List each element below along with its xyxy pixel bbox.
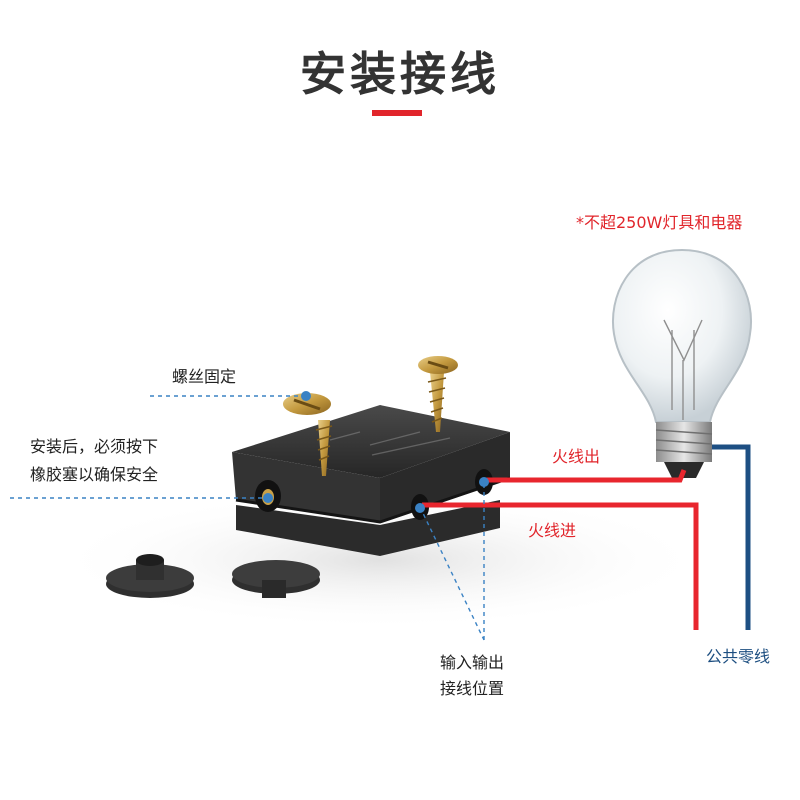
plug-note-line-2: 橡胶塞以确保安全	[30, 465, 159, 484]
title-underline	[372, 110, 422, 116]
neutral-label: 公共零线	[706, 647, 771, 666]
connector-box	[232, 405, 511, 556]
live-in-wire	[422, 502, 699, 630]
rubber-plug-right	[232, 560, 320, 598]
page-title: 安装接线	[300, 47, 500, 101]
io-position-line-1: 输入输出	[440, 653, 505, 672]
screw-fixing-label: 螺丝固定	[172, 367, 237, 386]
plug-note-line-1: 安装后，必须按下	[30, 437, 159, 456]
io-position-line-2: 接线位置	[440, 679, 505, 698]
light-bulb	[612, 248, 752, 478]
rubber-plug-left	[106, 554, 194, 598]
leader-lines	[10, 395, 485, 641]
neutral-wire	[712, 444, 751, 630]
live-out-wire	[484, 469, 687, 483]
live-in-label: 火线进	[528, 521, 577, 540]
screw-front	[283, 393, 333, 476]
live-out-label: 火线出	[552, 447, 601, 466]
leader-dots	[263, 391, 489, 513]
power-limit-note: *不超250W灯具和电器	[576, 213, 743, 232]
floor-shadow	[50, 490, 710, 630]
screw-back	[418, 356, 458, 432]
